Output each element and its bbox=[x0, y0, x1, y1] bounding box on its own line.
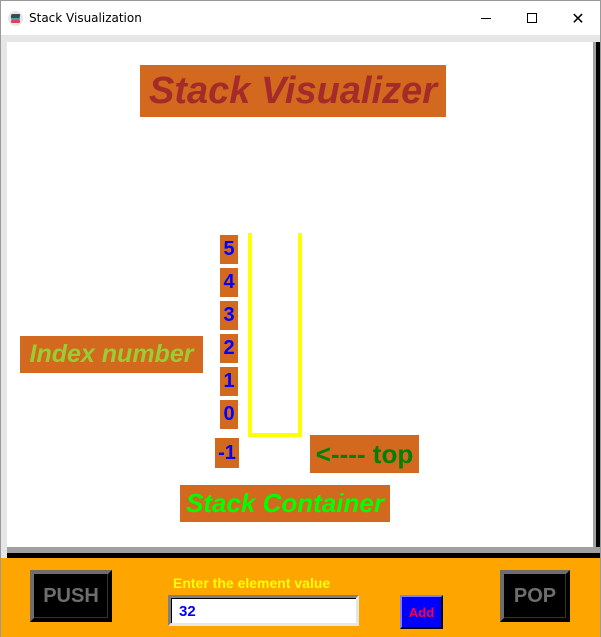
canvas-border-right bbox=[593, 42, 600, 556]
index-number-label: Index number bbox=[20, 336, 203, 373]
page-title: Stack Visualizer bbox=[140, 65, 446, 117]
push-button[interactable]: PUSH bbox=[30, 570, 112, 622]
entry-label: Enter the element value bbox=[173, 575, 331, 591]
index-cell-minus-1: -1 bbox=[215, 438, 239, 468]
element-value-input[interactable] bbox=[173, 599, 355, 623]
window-title: Stack Visualization bbox=[29, 11, 142, 25]
stack-container bbox=[248, 233, 302, 437]
index-cell-2: 2 bbox=[220, 334, 238, 363]
close-icon: ✕ bbox=[571, 8, 585, 28]
top-pointer-label: <---- top bbox=[310, 435, 419, 473]
minimize-button[interactable] bbox=[463, 1, 509, 35]
element-value-field[interactable] bbox=[168, 595, 359, 626]
pop-button[interactable]: POP bbox=[500, 570, 570, 622]
maximize-icon bbox=[527, 13, 537, 23]
index-cell-0: 0 bbox=[220, 400, 238, 429]
index-cell-4: 4 bbox=[220, 268, 238, 297]
index-cell-5: 5 bbox=[220, 235, 238, 264]
canvas-border-bottom bbox=[7, 547, 600, 561]
title-bar[interactable]: Stack Visualization ✕ bbox=[1, 1, 600, 35]
index-cell-1: 1 bbox=[220, 367, 238, 396]
controls-panel: PUSH Enter the element value Add POP bbox=[1, 558, 600, 637]
add-button[interactable]: Add bbox=[400, 595, 443, 629]
minimize-icon bbox=[481, 17, 491, 19]
stack-container-label: Stack Container bbox=[180, 485, 390, 522]
maximize-button[interactable] bbox=[509, 1, 555, 35]
index-cell-3: 3 bbox=[220, 301, 238, 330]
app-stack-icon bbox=[8, 11, 23, 26]
close-button[interactable]: ✕ bbox=[555, 1, 601, 35]
